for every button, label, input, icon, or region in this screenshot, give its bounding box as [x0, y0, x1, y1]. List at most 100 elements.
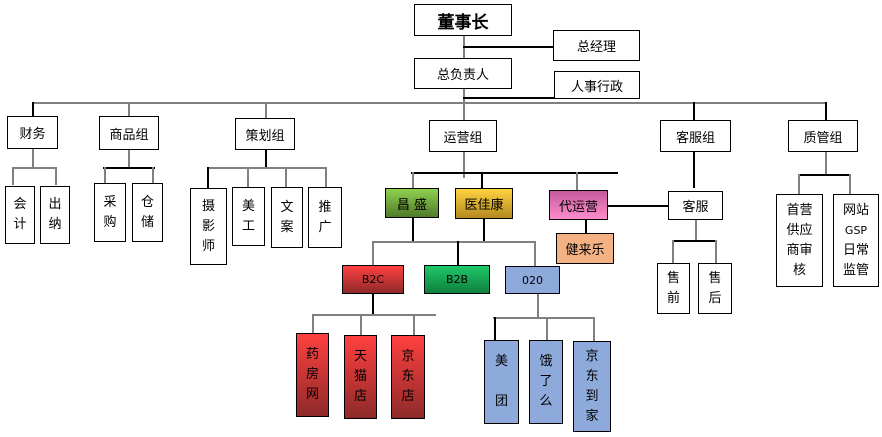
connector: [608, 205, 668, 207]
connector: [32, 148, 34, 168]
connector: [12, 167, 14, 185]
node-yijiakang[interactable]: 医佳康: [455, 188, 513, 219]
connector: [798, 174, 800, 195]
node-cashier[interactable]: 出纳: [40, 186, 70, 244]
connector: [463, 46, 555, 48]
node-changsheng[interactable]: 昌 盛: [385, 188, 439, 218]
connector: [534, 241, 536, 266]
char: 天: [353, 349, 367, 364]
connector: [537, 293, 539, 318]
node-promotion[interactable]: 推广: [308, 187, 342, 248]
node-jd-store[interactable]: 京东店: [391, 335, 425, 419]
connector: [672, 240, 674, 264]
char: 首营: [786, 202, 813, 218]
node-label: 总经理: [576, 40, 616, 55]
connector: [312, 314, 436, 316]
node-tmall[interactable]: 天猫店: [344, 335, 377, 419]
connector: [265, 150, 267, 169]
node-head[interactable]: 总负责人: [414, 58, 512, 89]
node-jd-daojia[interactable]: 京东到家: [573, 341, 611, 432]
node-hr-admin[interactable]: 人事行政: [554, 71, 640, 99]
node-photographer[interactable]: 摄影师: [190, 188, 227, 265]
node-presales[interactable]: 售前: [657, 263, 690, 314]
connector: [481, 172, 483, 188]
node-o2o[interactable]: 020: [505, 266, 560, 294]
char: 店: [401, 389, 415, 404]
char: 东: [585, 368, 599, 384]
char: 团: [494, 394, 508, 409]
node-chairman[interactable]: 董事长: [414, 4, 512, 36]
node-supplier-review[interactable]: 首营供应商审核: [776, 194, 823, 287]
node-designer[interactable]: 美工: [232, 187, 265, 246]
node-goods-group[interactable]: 商品组: [99, 116, 159, 150]
char: 采: [103, 194, 117, 210]
node-label: 董事长: [437, 12, 489, 33]
char: 工: [241, 218, 255, 234]
node-yaofangwang[interactable]: 药房网: [296, 333, 329, 417]
node-ops-group[interactable]: 运营组: [429, 120, 497, 152]
connector: [372, 241, 374, 266]
node-b2b[interactable]: B2B: [424, 265, 490, 294]
node-jianlaile[interactable]: 健来乐: [556, 233, 614, 264]
connector: [715, 240, 717, 264]
connector: [312, 314, 314, 333]
connector: [207, 167, 327, 169]
char: 东: [401, 369, 415, 384]
node-eleme[interactable]: 饿了么: [529, 340, 563, 424]
node-label: B2B: [445, 273, 469, 286]
node-general-manager[interactable]: 总经理: [553, 30, 640, 61]
char: 影: [201, 218, 215, 234]
char: 前: [666, 290, 680, 306]
connector: [825, 102, 827, 120]
node-label: 策划组: [245, 128, 285, 144]
char: 日常: [842, 242, 869, 258]
char: 家: [585, 408, 599, 424]
connector: [413, 314, 415, 336]
node-copywriter[interactable]: 文案: [271, 187, 303, 248]
node-planning-group[interactable]: 策划组: [235, 118, 295, 150]
connector: [672, 240, 717, 242]
connector: [457, 241, 459, 266]
node-label: 总负责人: [436, 68, 489, 83]
node-label: 财务: [19, 127, 46, 142]
node-label: 健来乐: [565, 243, 605, 258]
connector: [55, 167, 57, 185]
char: 了: [539, 374, 553, 389]
node-meituan[interactable]: 美团: [484, 340, 519, 424]
node-qa-group[interactable]: 质管组: [788, 120, 858, 152]
connector: [798, 174, 851, 176]
connector: [463, 152, 465, 178]
node-finance[interactable]: 财务: [7, 116, 58, 149]
char: 网: [305, 387, 319, 402]
node-cs-group[interactable]: 客服组: [660, 120, 731, 152]
char: 供应: [786, 222, 813, 238]
char: 么: [539, 394, 553, 409]
char: 仓: [140, 194, 154, 210]
node-label: 客服组: [675, 130, 715, 146]
node-daiyunying[interactable]: 代运营: [549, 190, 608, 220]
node-label: 客服: [682, 200, 709, 215]
node-accounting[interactable]: 会计: [5, 186, 35, 244]
connector: [285, 167, 287, 187]
node-purchasing[interactable]: 采购: [94, 183, 126, 242]
node-b2c[interactable]: B2C: [342, 265, 404, 294]
char: 广: [318, 219, 332, 235]
char: 储: [140, 214, 154, 230]
connector: [325, 167, 327, 187]
char: 猫: [353, 369, 367, 384]
node-cs[interactable]: 客服: [668, 191, 723, 220]
node-label: 商品组: [109, 127, 149, 143]
node-aftersales[interactable]: 售后: [698, 263, 732, 314]
node-label: 质管组: [803, 130, 843, 146]
node-label: 医佳康: [464, 198, 504, 213]
connector: [463, 97, 555, 99]
char: 购: [103, 214, 117, 230]
node-label: 运营组: [443, 130, 483, 146]
connector: [32, 102, 34, 118]
char: 饿: [539, 354, 553, 369]
char: 案: [280, 219, 294, 235]
char: 计: [13, 217, 27, 232]
char: 商审: [786, 242, 813, 258]
node-warehouse[interactable]: 仓储: [132, 183, 163, 242]
